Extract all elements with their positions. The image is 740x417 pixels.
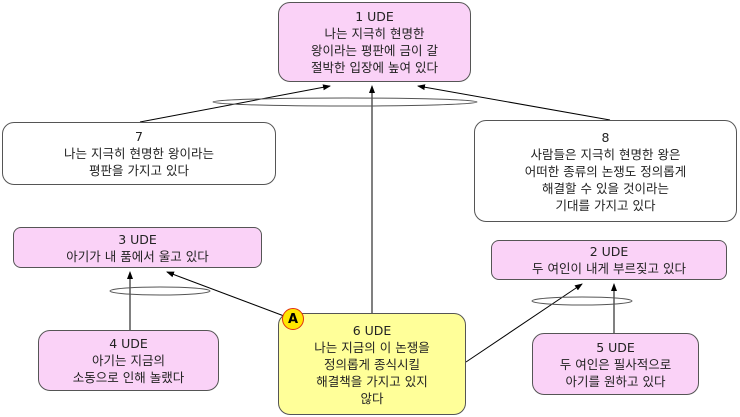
node-text: 어떠한 종류의 논쟁도 정의롭게 — [524, 163, 687, 179]
node-text: 두 여인은 필사적으로 — [559, 356, 672, 372]
node-text: 정의롭게 종식시킬 — [324, 356, 420, 372]
node-text: 평판을 가지고 있다 — [89, 163, 189, 178]
node-1-ude[interactable]: 1 UDE 나는 지극히 현명한 왕이라는 평판에 금이 갈 절박한 입장에 높… — [278, 2, 471, 82]
node-4-ude[interactable]: 4 UDE 아기는 지금의 소동으로 인해 놀랬다 — [38, 330, 219, 391]
badge-a: A — [282, 308, 304, 330]
node-text: 왕이라는 평판에 금이 갈 — [311, 43, 438, 58]
node-text: 해결할 수 있을 것이라는 — [542, 180, 669, 196]
node-7[interactable]: 7 나는 지극히 현명한 왕이라는 평판을 가지고 있다 — [2, 122, 276, 185]
node-title: 6 UDE — [352, 322, 392, 338]
node-text: 않다 — [360, 390, 384, 406]
node-text: 소동으로 인해 놀랬다 — [72, 370, 185, 385]
node-6-ude-core[interactable]: 6 UDE 나는 지금의 이 논쟁을 정의롭게 종식시킬 해결책을 가지고 있지… — [278, 313, 466, 415]
node-text: 아기는 지금의 — [92, 353, 165, 368]
node-title: 4 UDE — [109, 336, 148, 351]
node-title: 1 UDE — [355, 9, 394, 24]
node-text: 나는 지극히 현명한 — [324, 26, 425, 41]
node-title: 3 UDE — [118, 231, 157, 247]
node-text: 사람들은 지극히 현명한 왕은 — [530, 146, 681, 162]
node-text: 아기가 내 품에서 울고 있다 — [66, 248, 209, 264]
node-3-ude[interactable]: 3 UDE 아기가 내 품에서 울고 있다 — [13, 227, 262, 268]
node-title: 7 — [135, 129, 143, 144]
node-title: 5 UDE — [596, 339, 635, 355]
and-ellipse-1 — [212, 97, 478, 107]
arrow-8-to-1 — [417, 84, 611, 121]
node-text: 기대를 가지고 있다 — [555, 197, 656, 213]
node-title: 8 — [601, 129, 610, 145]
node-5-ude[interactable]: 5 UDE 두 여인은 필사적으로 아기를 원하고 있다 — [532, 333, 699, 395]
node-text: 나는 지금의 이 논쟁을 — [314, 339, 430, 355]
and-ellipse-2 — [531, 296, 633, 306]
node-8[interactable]: 8 사람들은 지극히 현명한 왕은 어떠한 종류의 논쟁도 정의롭게 해결할 수… — [474, 120, 737, 222]
node-text: 나는 지극히 현명한 왕이라는 — [64, 146, 214, 161]
arrow-6-to-3 — [166, 271, 301, 323]
node-title: 2 UDE — [589, 244, 629, 259]
node-text: 해결책을 가지고 있지 — [316, 373, 428, 389]
node-2-ude[interactable]: 2 UDE 두 여인이 내게 부르짖고 있다 — [491, 240, 727, 280]
and-ellipse-3 — [109, 286, 211, 296]
node-text: 아기를 원하고 있다 — [565, 373, 666, 389]
node-text: 절박한 입장에 높여 있다 — [311, 60, 438, 75]
node-text: 두 여인이 내게 부르짖고 있다 — [532, 261, 686, 276]
